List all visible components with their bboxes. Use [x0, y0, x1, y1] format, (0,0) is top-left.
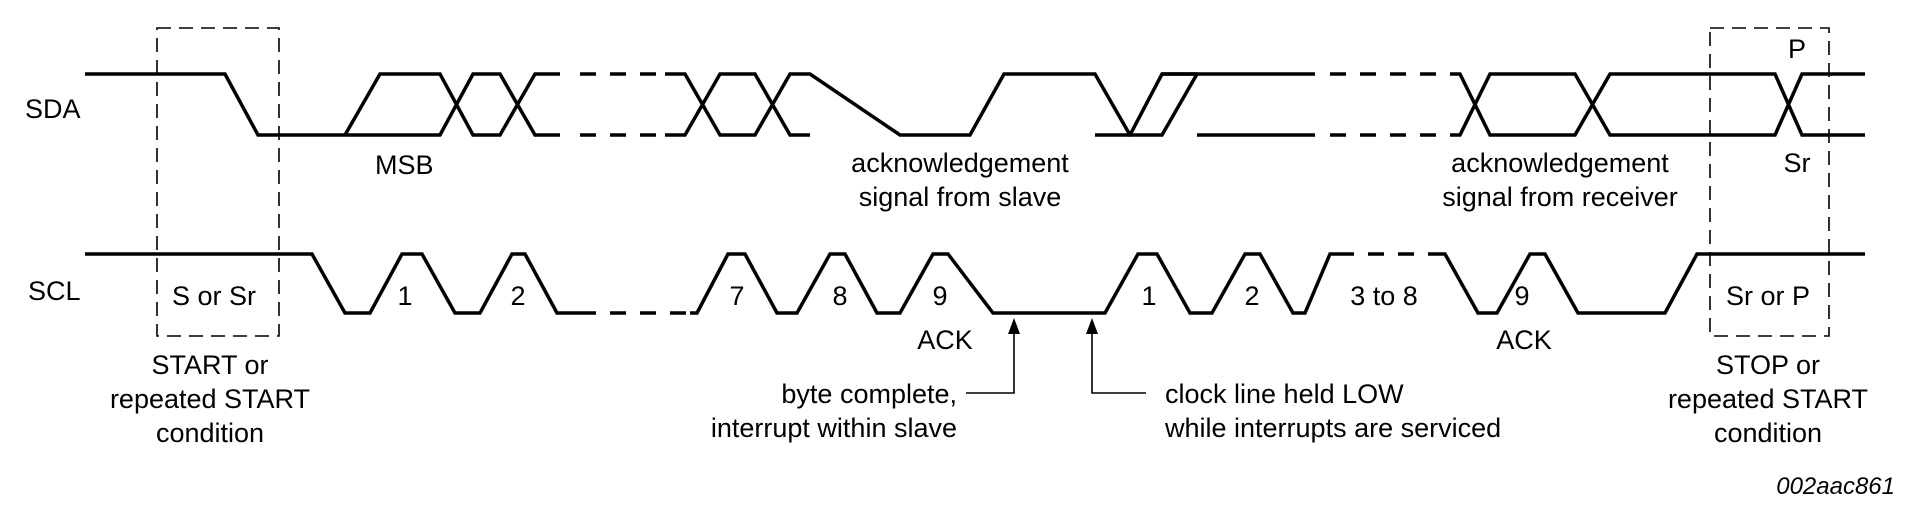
start-condition-line2: repeated START — [110, 384, 310, 414]
ack-slave-label-line1: acknowledgement — [851, 148, 1069, 178]
scl-pulse-3-to-8: 3 to 8 — [1350, 281, 1418, 311]
byte-complete-leader — [966, 318, 1020, 394]
sda-waveform — [85, 72, 1865, 137]
scl-pulse-9: 9 — [932, 281, 947, 311]
stop-condition-line2: repeated START — [1668, 384, 1868, 414]
ack-label-first: ACK — [917, 325, 973, 355]
start-condition-line1: START or — [151, 350, 268, 380]
sda-bits-lower-b — [665, 72, 810, 137]
byte-complete-arrow-icon — [1008, 318, 1020, 334]
ack-receiver-label-line1: acknowledgement — [1451, 148, 1669, 178]
sda-tail-b — [1450, 72, 1865, 137]
byte-complete-line2: interrupt within slave — [711, 413, 957, 443]
ack-label-second: ACK — [1496, 325, 1552, 355]
scl-tail-segment — [1440, 252, 1865, 315]
byte-complete-line1: byte complete, — [781, 379, 957, 409]
stop-box-label: Sr or P — [1726, 281, 1810, 311]
stop-condition-line1: STOP or — [1716, 350, 1820, 380]
sda-label: SDA — [25, 94, 81, 124]
ack-receiver-label-line2: signal from receiver — [1442, 182, 1678, 212]
sda-bits-upper-b — [665, 72, 1315, 137]
stop-condition-box — [1709, 27, 1830, 337]
repeated-start-sr-label: Sr — [1784, 148, 1811, 178]
start-condition-line3: condition — [156, 418, 264, 448]
sda-tail-a — [1450, 72, 1865, 137]
scl-first-segment — [85, 252, 580, 315]
sda-bits-lower-a — [345, 72, 560, 137]
scl-pulse-1: 1 — [397, 281, 412, 311]
clock-held-arrow-icon — [1086, 318, 1098, 334]
start-condition-box — [156, 27, 280, 337]
scl-pulse-1b: 1 — [1141, 281, 1156, 311]
clock-held-line2: while interrupts are serviced — [1164, 413, 1501, 443]
byte-complete-line — [966, 325, 1015, 394]
scl-pulse-2: 2 — [510, 281, 525, 311]
scl-waveform — [85, 252, 1865, 315]
clock-held-line — [1091, 325, 1146, 394]
figure-code: 002aac861 — [1776, 473, 1895, 500]
scl-pulse-9b: 9 — [1514, 281, 1529, 311]
scl-pulse-8: 8 — [832, 281, 847, 311]
sda-bits-lower-c — [1095, 72, 1197, 137]
stop-condition-line3: condition — [1714, 418, 1822, 448]
start-box-label: S or Sr — [172, 281, 256, 311]
clock-held-leader — [1086, 318, 1146, 394]
clock-held-line1: clock line held LOW — [1165, 379, 1404, 409]
ack-slave-label-line2: signal from slave — [859, 182, 1062, 212]
scl-label: SCL — [28, 276, 81, 306]
sda-bits-upper-a — [343, 72, 560, 137]
stop-p-label: P — [1788, 34, 1806, 64]
msb-label: MSB — [375, 150, 434, 180]
scl-pulse-2b: 2 — [1244, 281, 1259, 311]
sda-start-fall — [85, 72, 345, 137]
scl-pulse-7: 7 — [729, 281, 744, 311]
scl-middle-segment — [690, 252, 1338, 315]
